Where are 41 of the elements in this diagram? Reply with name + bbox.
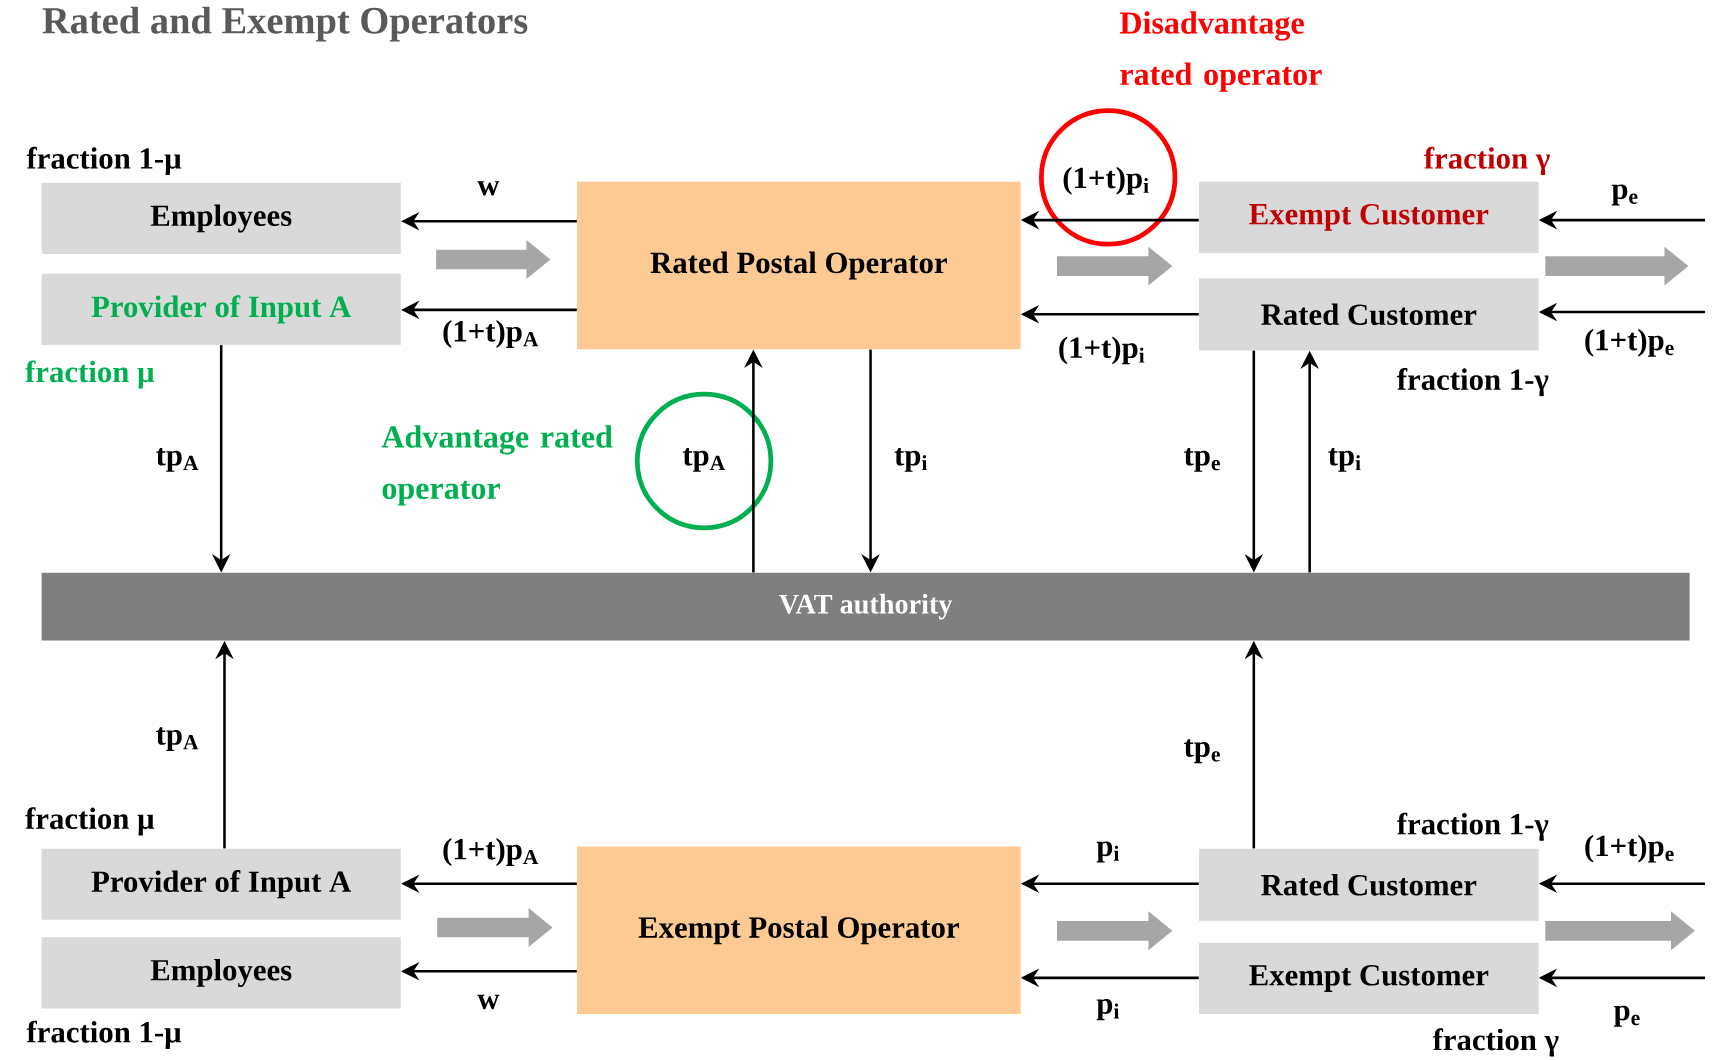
edge-label: p$_{e}$ <box>1610 183 1640 207</box>
fraction-label: fraction 1-μ <box>26 1020 182 1049</box>
edge-label: tp$_{i}$ <box>1326 446 1363 474</box>
edge-label: w <box>476 993 501 1011</box>
party-box: Provider of Input A <box>41 273 401 345</box>
edge-label: (1+t)p$_{i}$ <box>1061 165 1151 196</box>
party-box: Exempt Customer <box>1199 181 1539 253</box>
fraction-label: fraction γ <box>1432 1028 1559 1057</box>
operator-box: Rated Postal Operator <box>577 181 1021 350</box>
party-box: Employees <box>41 182 401 255</box>
edge-label: (1+t)p$_{A}$ <box>440 836 541 868</box>
fraction-label: fraction 1-γ <box>1397 368 1549 397</box>
fraction-label: fraction μ <box>25 360 155 389</box>
party-box: Rated Customer <box>1199 848 1539 921</box>
edge-label: tp$_{e}$ <box>1182 446 1223 474</box>
party-box: Provider of Input A <box>41 848 401 920</box>
edge-label: w <box>476 179 501 197</box>
fraction-label: fraction μ <box>25 807 155 836</box>
edge-label: tp$_{e}$ <box>1182 738 1223 765</box>
advantage-note: Advantage rated operator <box>381 425 613 506</box>
party-box: Rated Customer <box>1199 278 1539 351</box>
fraction-label: fraction 1-μ <box>26 146 182 176</box>
fraction-label: fraction γ <box>1424 146 1550 176</box>
party-box: Exempt Customer <box>1199 942 1539 1014</box>
operator-box: Exempt Postal Operator <box>577 846 1021 1014</box>
fraction-label: fraction 1-γ <box>1397 812 1549 841</box>
edge-label: tp$_{A}$ <box>154 725 201 753</box>
edge-label: (1+t)p$_{A}$ <box>440 318 541 350</box>
party-box: Employees <box>41 937 401 1009</box>
edge-label: (1+t)p$_{e}$ <box>1582 327 1677 358</box>
edge-label: p$_{i}$ <box>1095 997 1122 1022</box>
edge-label: (1+t)p$_{e}$ <box>1582 833 1677 864</box>
authority-bar: VAT authority <box>41 572 1690 641</box>
edge-label: p$_{e}$ <box>1612 1004 1643 1028</box>
edge-label: tp$_{A}$ <box>154 446 201 474</box>
edge-label: p$_{i}$ <box>1095 840 1122 864</box>
disadvantage-note: Disadvantage rated operator <box>1119 11 1322 92</box>
title: Rated and Exempt Operators <box>42 6 528 42</box>
edge-label: tp$_{A}$ <box>681 446 728 474</box>
edge-label: (1+t)p$_{i}$ <box>1056 335 1147 366</box>
edge-label: tp$_{i}$ <box>892 446 930 474</box>
